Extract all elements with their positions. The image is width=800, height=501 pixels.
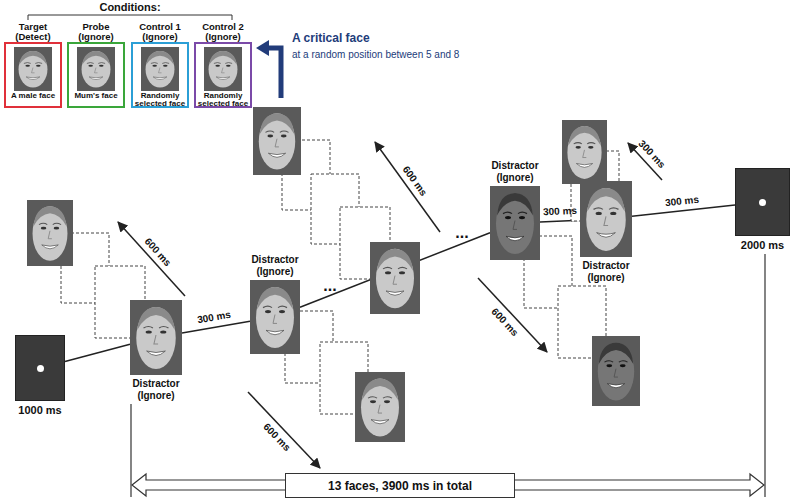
condition-caption: Mum's face: [69, 92, 123, 100]
face-image: [14, 47, 52, 91]
diagram-graphic: [118, 222, 185, 296]
condition-caption: A male face: [6, 92, 60, 100]
total-duration-label: 13 faces, 3900 ms in total: [328, 479, 472, 493]
condition-box: Target (Detect)A male face: [4, 42, 62, 108]
diagram-graphic: [592, 336, 640, 406]
condition-caption: Randomly selected face: [196, 92, 250, 109]
face-image: [130, 300, 182, 375]
face-image: [580, 181, 632, 257]
duration-label: 2000 ms: [741, 239, 784, 251]
ellipsis-mark: ...: [323, 277, 336, 295]
distractor-face: Distractor (Ignore): [130, 300, 182, 375]
face-image: [250, 280, 300, 354]
condition-box: Control 1 (Ignore)Randomly selected face: [131, 42, 189, 108]
face-image: [580, 181, 632, 257]
face-label: Distractor (Ignore): [120, 378, 192, 401]
critical-face-pointer: [256, 40, 281, 98]
diagram-graphic: [248, 392, 320, 468]
distractor-face: Distractor (Ignore): [250, 280, 300, 354]
duration-label: 600 ms: [489, 306, 520, 338]
condition-heading: Target (Detect): [2, 22, 64, 43]
diagram-graphic: [478, 278, 547, 352]
callout-note: at a random position between 5 and 8: [292, 49, 459, 60]
face-label: Distractor (Ignore): [479, 160, 551, 183]
face-image: [141, 47, 179, 91]
duration-label: 1000 ms: [18, 404, 61, 416]
distractor-face: Distractor (Ignore): [580, 181, 632, 257]
face-image: [204, 47, 242, 91]
face-image: [141, 47, 179, 91]
timeline-connector: [65, 344, 130, 361]
total-span-bracket: [131, 254, 765, 497]
total-duration-box: 13 faces, 3900 ms in total: [285, 473, 515, 498]
face-label: Distractor (Ignore): [239, 254, 311, 277]
face-image: [77, 47, 115, 91]
condition-box: Control 2 (Ignore)Randomly selected face: [194, 42, 252, 108]
duration-label: 600 ms: [401, 164, 430, 198]
condition-heading: Control 1 (Ignore): [129, 22, 191, 43]
distractor-face: Distractor (Ignore): [490, 186, 540, 260]
diagram-graphic: [268, 48, 281, 98]
face-label: Distractor (Ignore): [570, 260, 642, 283]
diagram-graphic: [130, 404, 131, 497]
fixation-screen: 2000 ms: [735, 168, 790, 236]
diagram-graphic: [764, 254, 765, 497]
duration-label: 300 ms: [636, 138, 667, 170]
diagram-graphic: [253, 107, 301, 175]
condition-box: Probe (Ignore)Mum's face: [67, 42, 125, 108]
duration-label: 600 ms: [261, 421, 292, 453]
condition-heading: Probe (Ignore): [65, 22, 127, 43]
timeline-connector: [182, 321, 250, 333]
duration-label: 300 ms: [542, 205, 576, 217]
diagram-graphic: [562, 120, 607, 184]
diagram-graphic: [375, 142, 440, 232]
timeline-connector: [632, 205, 735, 216]
condition-heading: Control 2 (Ignore): [192, 22, 254, 43]
panel-heading: Conditions:: [99, 1, 160, 13]
face-image: [130, 300, 182, 375]
diagram-graphic: [355, 372, 405, 442]
conditions-bracket: [28, 15, 232, 20]
duration-label: 300 ms: [665, 193, 700, 208]
face-image: [27, 107, 640, 442]
duration-label: 300 ms: [197, 309, 232, 326]
face-image: [250, 280, 300, 354]
face-image: [77, 47, 115, 91]
callout-title: A critical face: [292, 31, 370, 45]
face-image: [490, 186, 540, 260]
duration-arrow: [118, 142, 662, 468]
fixation-screen: 1000 ms: [15, 335, 65, 401]
duration-label: 600 ms: [143, 236, 174, 269]
condition-caption: Randomly selected face: [133, 92, 187, 109]
face-image: [14, 47, 52, 91]
ellipsis-mark: ...: [455, 224, 468, 242]
face-image: [204, 47, 242, 91]
frame-stack: [61, 140, 619, 414]
diagram-graphic: [256, 40, 269, 56]
face-image: [490, 186, 540, 260]
diagram-graphic: [370, 242, 420, 314]
diagram-graphic: [27, 200, 73, 266]
